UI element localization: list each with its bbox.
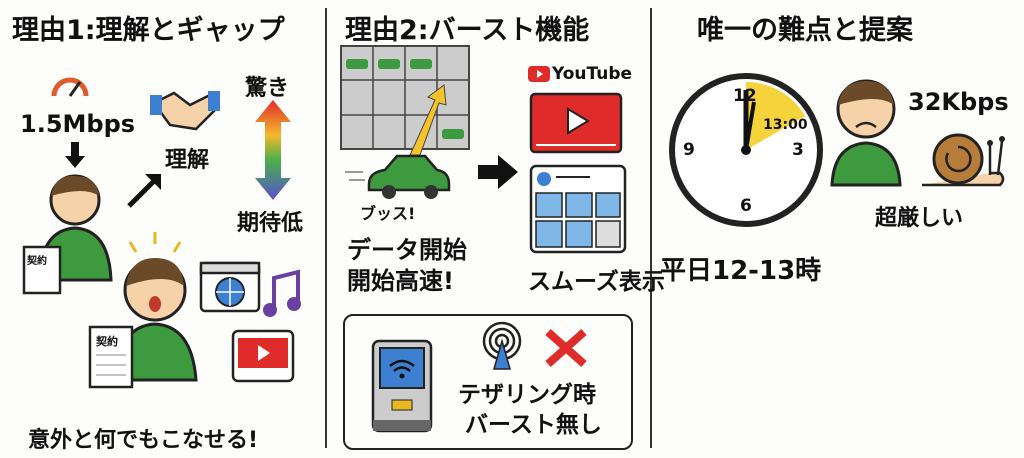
music-note-icon [263, 269, 301, 317]
expectation-gap-arrow-icon [255, 100, 291, 200]
contract-label: 契約 [96, 335, 118, 348]
surprise-label: 驚き [245, 76, 290, 101]
weekday-time-label: 平日12-13時 [660, 256, 822, 286]
browser-globe-icon [199, 261, 261, 313]
tethering-warning-box [343, 314, 633, 450]
youtube-logo-icon [528, 66, 550, 82]
clock-3: 3 [792, 140, 804, 160]
tethering-line2: バースト無し [465, 412, 602, 438]
harsh-label: 超厳しい [875, 206, 964, 231]
divider [325, 8, 327, 448]
handshake-icon [150, 91, 220, 131]
clock-12: 12 [733, 86, 757, 106]
antenna-signal-icon [482, 321, 522, 370]
contract-document-icon [22, 245, 62, 295]
image-gallery-icon [529, 164, 627, 254]
clock-6: 6 [740, 196, 752, 216]
traffic-grid-icon [340, 45, 470, 156]
clock-time-label: 13:00 [763, 117, 808, 133]
speed-gauge-icon [51, 77, 89, 97]
video-player-icon [231, 329, 295, 383]
low-expectation-label: 期待低 [237, 211, 304, 236]
panel1-caption: 意外と何でもこなせる! [28, 428, 259, 453]
slow-speed-label: 32Kbps [908, 88, 1009, 116]
contract-label: 契約 [27, 256, 47, 267]
panel3-title: 唯一の難点と提案 [697, 15, 913, 46]
video-player-icon [529, 92, 623, 154]
panel2-title: 理由2:バースト機能 [345, 15, 590, 46]
sad-person-icon [830, 79, 902, 187]
panel1-title: 理由1:理解とギャップ [12, 15, 285, 46]
arrow-down-icon [65, 142, 85, 168]
fast-start-line2: 開始高速! [347, 267, 454, 295]
pocket-wifi-icon [371, 339, 433, 433]
clock-9: 9 [683, 140, 695, 160]
clock-icon [669, 73, 823, 227]
tethering-line1: テザリング時 [458, 382, 596, 408]
smooth-display-label: スムーズ表示 [528, 269, 665, 295]
car-icon [345, 154, 451, 199]
snail-icon [922, 133, 1005, 187]
divider [650, 8, 652, 448]
youtube-label: YouTube [552, 64, 633, 84]
burst-sound-label: ブッス! [360, 204, 416, 223]
arrow-diagonal-icon [127, 174, 161, 208]
cross-mark-icon [545, 329, 587, 367]
speed-label: 1.5Mbps [20, 110, 136, 138]
contract-document-icon [88, 325, 134, 389]
arrow-right-icon [478, 155, 518, 189]
fast-start-line1: データ開始 [347, 236, 467, 264]
understand-label: 理解 [165, 148, 210, 173]
